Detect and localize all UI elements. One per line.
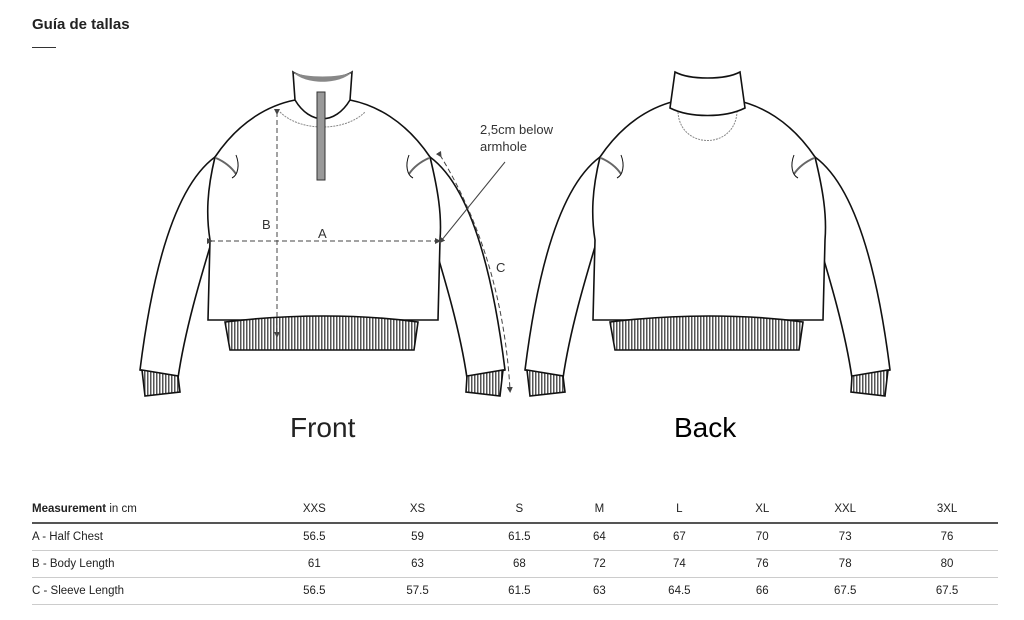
zipper	[316, 91, 326, 181]
cell-value: 61.5	[508, 585, 531, 597]
row-label: C - Sleeve Length	[32, 585, 125, 597]
cell-value: 61	[307, 558, 321, 570]
cell-value: 76	[940, 531, 954, 543]
measurement-header-bold: Measurement	[32, 503, 107, 515]
table-header-row: Measurement in cm XXS XS S M L XL XXL 3X…	[32, 496, 998, 523]
marker-a: A	[318, 226, 327, 241]
size-header: XL	[755, 503, 770, 515]
cell-value: 64	[592, 531, 606, 543]
cell-value: 72	[592, 558, 606, 570]
table-row: B - Body Length 61 63 68 72 74 76 78 80	[32, 551, 998, 578]
row-label: A - Half Chest	[32, 531, 103, 543]
annotation-pointer	[439, 161, 506, 244]
front-sweater: B A C	[139, 70, 513, 397]
size-header: L	[676, 503, 683, 515]
cell-value: 57.5	[406, 585, 429, 597]
cell-value: 74	[672, 558, 686, 570]
size-header: XXS	[302, 503, 326, 515]
row-label: B - Body Length	[32, 558, 115, 570]
cell-value: 66	[755, 585, 769, 597]
cell-value: 78	[838, 558, 852, 570]
size-header: 3XL	[936, 503, 958, 515]
size-table: Measurement in cm XXS XS S M L XL XXL 3X…	[32, 496, 998, 605]
front-label: Front	[290, 412, 356, 443]
cell-value: 67	[672, 531, 686, 543]
marker-b: B	[262, 217, 271, 232]
back-label: Back	[674, 412, 737, 443]
cell-value: 67.5	[834, 585, 857, 597]
size-header: S	[515, 503, 524, 515]
title-divider	[32, 47, 56, 48]
cell-value: 64.5	[668, 585, 691, 597]
measurement-header-unit: in cm	[106, 503, 137, 515]
cell-value: 67.5	[935, 585, 959, 597]
cell-value: 56.5	[303, 531, 326, 543]
annotation-line-1: 2,5cm below	[480, 122, 553, 137]
cell-value: 73	[838, 531, 852, 543]
cell-value: 63	[592, 585, 606, 597]
cell-value: 61.5	[508, 531, 531, 543]
measure-c-line	[435, 150, 513, 393]
table-row: A - Half Chest 56.5 59 61.5 64 67 70 73 76	[32, 523, 998, 551]
cell-value: 70	[755, 531, 769, 543]
garment-diagram: B A C	[139, 70, 891, 397]
back-sweater	[524, 70, 891, 397]
cell-value: 76	[755, 558, 769, 570]
cell-value: 56.5	[303, 585, 326, 597]
annotation-line-2: armhole	[480, 139, 527, 154]
size-header: M	[594, 503, 605, 515]
page-title: Guía de tallas	[32, 16, 130, 33]
table-row: C - Sleeve Length 56.5 57.5 61.5 63 64.5 66 67.…	[32, 578, 998, 605]
cell-value: 68	[512, 558, 526, 570]
cell-value: 59	[411, 531, 424, 543]
size-header: XS	[409, 503, 426, 515]
cell-value: 63	[411, 558, 424, 570]
measurement-header: Measurement in cm	[32, 496, 262, 523]
marker-c: C	[496, 260, 505, 275]
size-header: XXL	[834, 503, 857, 515]
cell-value: 80	[940, 558, 954, 570]
annotation-text: 2,5cm below armhole	[480, 121, 553, 155]
